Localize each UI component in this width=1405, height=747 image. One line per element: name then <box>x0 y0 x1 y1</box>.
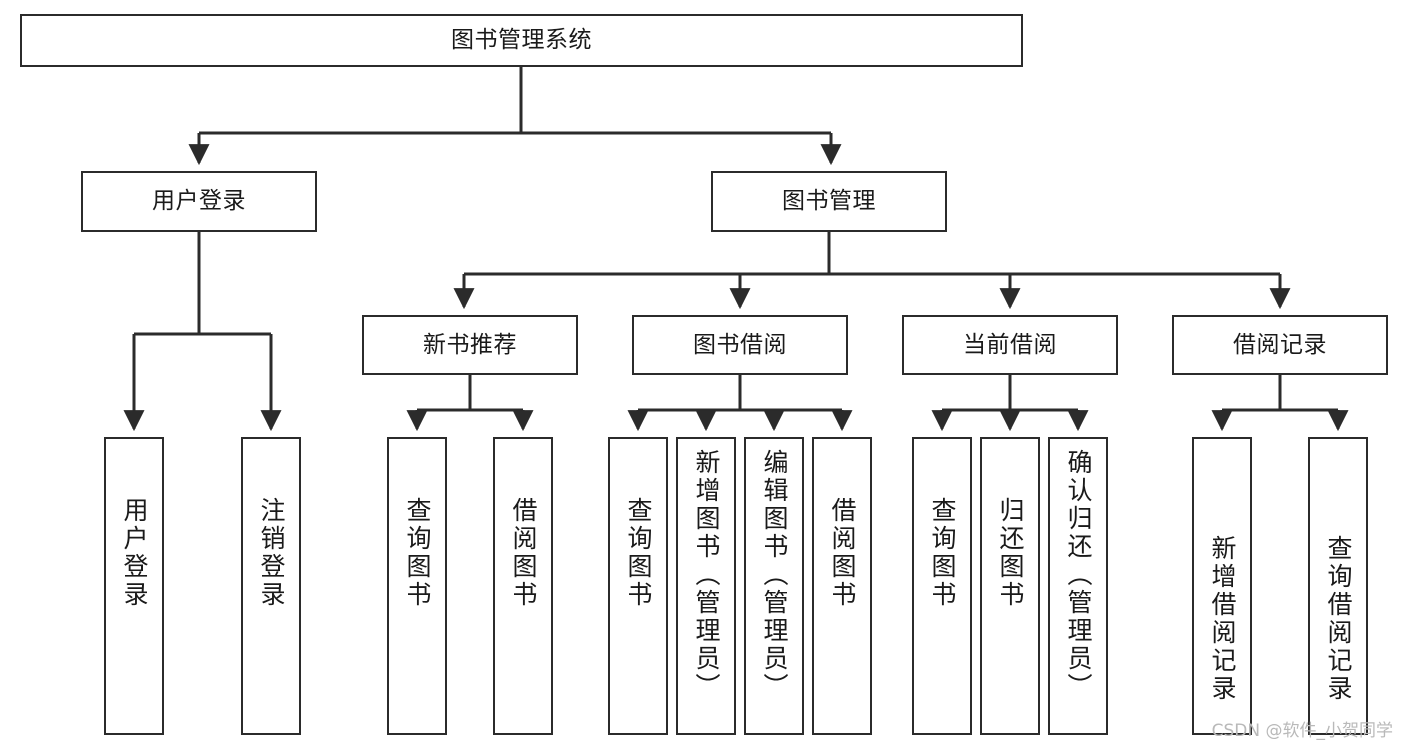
watermark: CSDN @软件_小贺同学 <box>1211 721 1393 741</box>
node-label: 借阅图书 <box>509 497 538 609</box>
node-label: 借阅图书 <box>828 497 857 609</box>
node-label: 归还图书 <box>996 497 1025 609</box>
node-label: 注销登录 <box>257 497 286 609</box>
node-label: 新书推荐 <box>423 331 517 358</box>
leaf-query-book-borrow[interactable]: 查询图书 <box>608 437 668 735</box>
leaf-borrow-book-recommend[interactable]: 借阅图书 <box>493 437 553 735</box>
leaf-return-book[interactable]: 归还图书 <box>980 437 1040 735</box>
leaf-edit-book-admin[interactable]: 编辑图书（管理员） <box>744 437 804 735</box>
node-label: 图书管理 <box>782 188 876 214</box>
node-book-management[interactable]: 图书管理 <box>711 171 947 232</box>
node-new-book-recommend[interactable]: 新书推荐 <box>362 315 578 375</box>
node-borrow-records[interactable]: 借阅记录 <box>1172 315 1388 375</box>
node-label: 查询图书 <box>403 497 432 609</box>
node-label: 图书借阅 <box>693 331 787 358</box>
node-label: 用户登录 <box>152 188 246 214</box>
leaf-confirm-return-admin[interactable]: 确认归还（管理员） <box>1048 437 1108 735</box>
leaf-query-book-recommend[interactable]: 查询图书 <box>387 437 447 735</box>
leaf-query-book-current[interactable]: 查询图书 <box>912 437 972 735</box>
node-current-borrow[interactable]: 当前借阅 <box>902 315 1118 375</box>
node-label: 图书管理系统 <box>451 27 592 53</box>
leaf-user-login[interactable]: 用户登录 <box>104 437 164 735</box>
node-label: 借阅记录 <box>1233 331 1327 358</box>
node-user-login[interactable]: 用户登录 <box>81 171 317 232</box>
node-label: 新增借阅记录 <box>1208 535 1237 703</box>
node-root[interactable]: 图书管理系统 <box>20 14 1023 67</box>
node-label: 查询图书 <box>928 497 957 609</box>
node-label: 用户登录 <box>120 497 149 609</box>
leaf-query-borrow-record[interactable]: 查询借阅记录 <box>1308 437 1368 735</box>
node-label: 新增图书（管理员） <box>692 449 721 701</box>
node-label: 确认归还（管理员） <box>1064 449 1093 701</box>
leaf-add-borrow-record[interactable]: 新增借阅记录 <box>1192 437 1252 735</box>
node-label: 查询图书 <box>624 497 653 609</box>
node-book-borrow[interactable]: 图书借阅 <box>632 315 848 375</box>
leaf-borrow-book[interactable]: 借阅图书 <box>812 437 872 735</box>
node-label: 编辑图书（管理员） <box>760 449 789 701</box>
leaf-logout[interactable]: 注销登录 <box>241 437 301 735</box>
node-label: 查询借阅记录 <box>1324 535 1353 703</box>
leaf-add-book-admin[interactable]: 新增图书（管理员） <box>676 437 736 735</box>
node-label: 当前借阅 <box>963 331 1057 358</box>
